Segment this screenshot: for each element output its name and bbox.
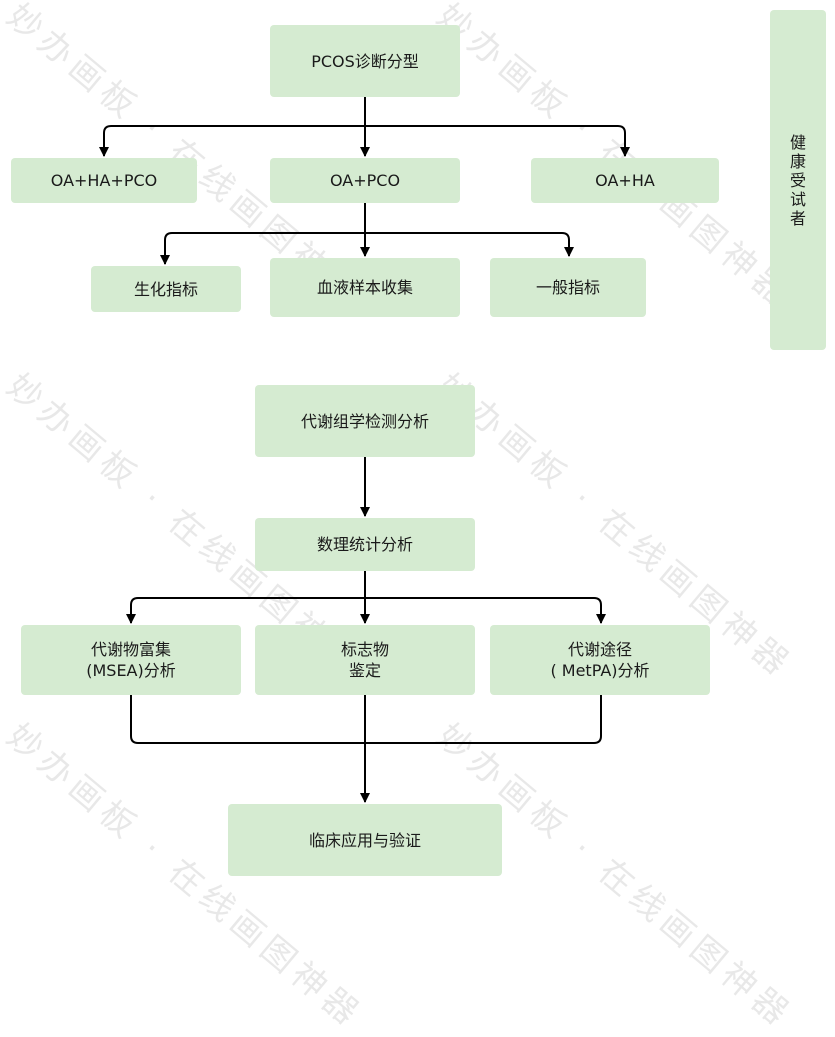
node-biomarker-identification: 标志物 鉴定 <box>255 625 475 695</box>
edge-merge-left <box>130 695 365 744</box>
node-oa-ha: OA+HA <box>531 158 719 203</box>
edge-oa-pco-to-biochem <box>160 232 365 265</box>
node-msea-analysis: 代谢物富集 (MSEA)分析 <box>21 625 241 695</box>
edge-oa-pco-to-general <box>365 232 574 257</box>
connector-layer <box>99 97 630 803</box>
node-blood-sample-collection: 血液样本收集 <box>270 258 460 317</box>
node-general-indicators: 一般指标 <box>490 258 646 317</box>
node-metabolomics-analysis: 代谢组学检测分析 <box>255 385 475 457</box>
edge-stats-to-msea <box>126 597 365 624</box>
edge-merge-right <box>365 695 602 744</box>
edge-stats-to-metpa <box>365 597 606 624</box>
node-metpa-analysis: 代谢途径 ( MetPA)分析 <box>490 625 710 695</box>
edge-pcos-to-oa-ha-pco <box>99 125 365 157</box>
edge-pcos-to-oa-ha <box>365 125 630 157</box>
node-statistical-analysis: 数理统计分析 <box>255 518 475 571</box>
node-oa-pco: OA+PCO <box>270 158 460 203</box>
node-healthy-subjects: 健康受试者 <box>770 10 826 350</box>
node-pcos-diagnosis: PCOS诊断分型 <box>270 25 460 97</box>
healthy-subjects-label: 健康受试者 <box>789 132 806 228</box>
node-oa-ha-pco: OA+HA+PCO <box>11 158 197 203</box>
node-biochemical-indicators: 生化指标 <box>91 266 241 312</box>
node-clinical-validation: 临床应用与验证 <box>228 804 502 876</box>
